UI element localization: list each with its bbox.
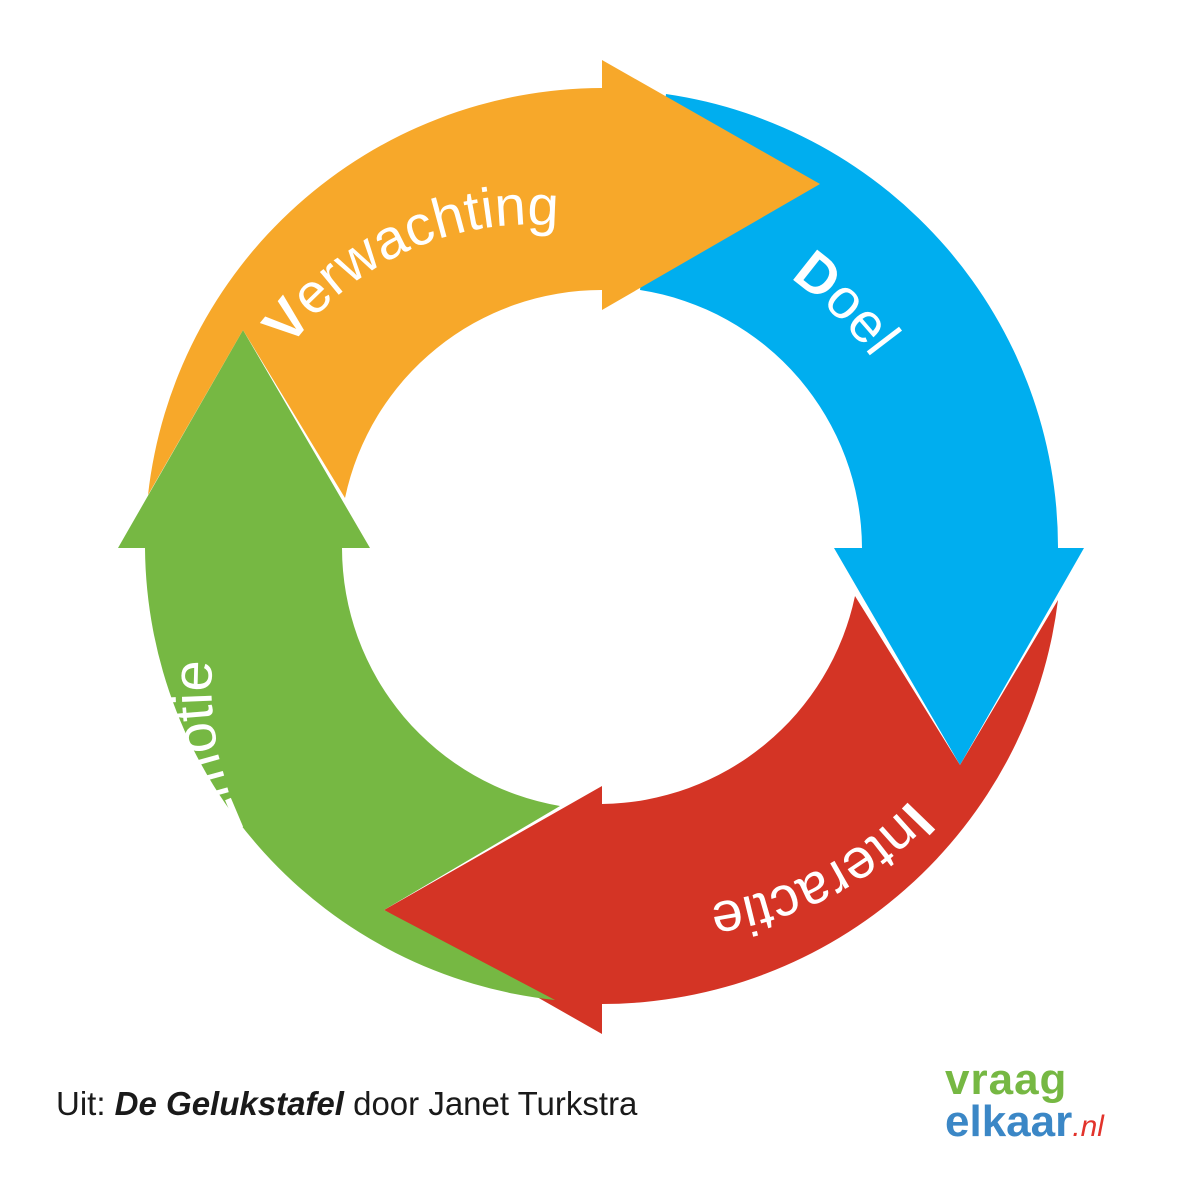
source-caption: Uit: De Gelukstafel door Janet Turkstra [56, 1085, 637, 1123]
logo-word-elkaar: elkaar [945, 1097, 1073, 1146]
caption-book-title: De Gelukstafel [114, 1085, 344, 1122]
logo-tld: .nl [1072, 1110, 1104, 1143]
logo-line-vraag: vraag [945, 1055, 1068, 1104]
caption-suffix: door Janet Turkstra [343, 1085, 638, 1122]
verwachting-arrow [148, 60, 820, 498]
logo-line-elkaar: elkaar.nl [945, 1100, 1145, 1144]
caption-prefix: Uit: [56, 1085, 115, 1122]
emotie-arrow [118, 330, 560, 1000]
doel-arrow [640, 94, 1084, 765]
vraagelkaar-logo: vraag elkaar.nl [945, 1058, 1145, 1144]
interactie-arrow [384, 596, 1058, 1034]
